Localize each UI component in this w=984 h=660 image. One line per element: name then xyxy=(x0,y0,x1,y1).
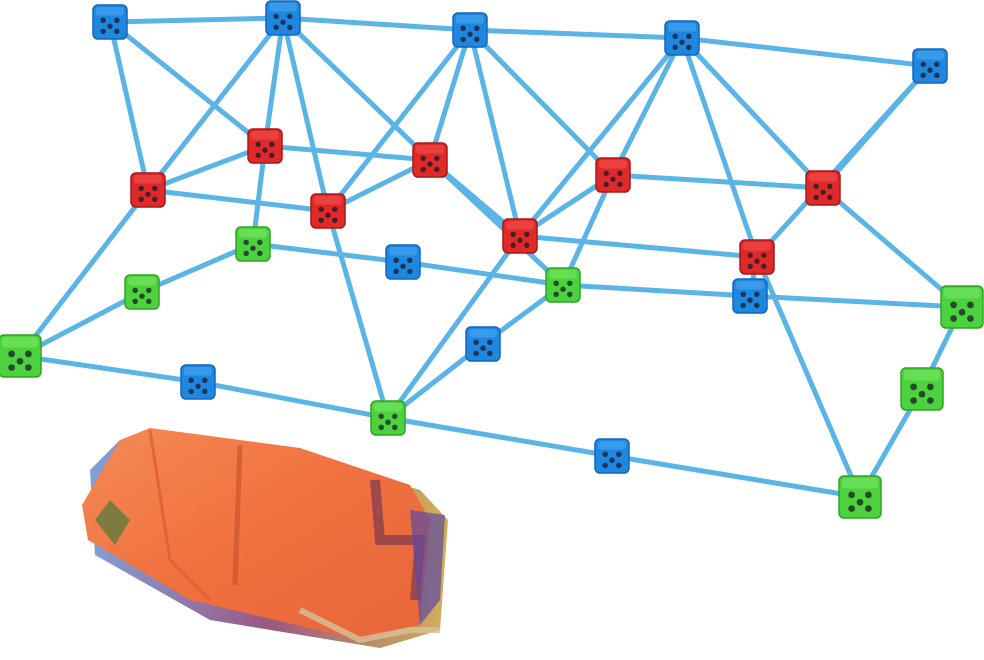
rod xyxy=(427,157,566,288)
red-connector-cube-icon xyxy=(412,142,448,178)
red-connector-cube-icon xyxy=(247,128,283,164)
rod xyxy=(139,241,256,295)
rod xyxy=(610,172,826,191)
rod xyxy=(427,27,473,163)
rod xyxy=(107,19,151,193)
rod xyxy=(560,282,753,299)
rod xyxy=(820,185,965,310)
rod xyxy=(754,254,863,500)
rod xyxy=(17,187,151,359)
red-connector-cube-icon xyxy=(502,218,538,254)
rod xyxy=(325,27,473,214)
rod xyxy=(467,27,523,239)
green-connector-cube-icon xyxy=(0,334,42,378)
rod xyxy=(107,15,286,25)
blue-connector-cube-icon xyxy=(594,438,630,474)
rod xyxy=(195,379,391,421)
green-connector-cube-icon xyxy=(124,274,160,310)
rod xyxy=(145,15,286,193)
folded-fabric-bundle xyxy=(82,428,448,648)
rod xyxy=(517,233,760,260)
red-connector-cube-icon xyxy=(130,172,166,208)
rod xyxy=(747,293,965,310)
rod xyxy=(679,35,826,191)
rod xyxy=(262,143,433,163)
rod xyxy=(385,415,615,459)
blue-connector-cube-icon xyxy=(664,20,700,56)
rod xyxy=(400,259,566,288)
blue-connector-cube-icon xyxy=(452,12,488,48)
blue-connector-cube-icon xyxy=(265,0,301,36)
green-connector-cube-icon xyxy=(838,475,882,519)
rod xyxy=(262,15,286,149)
blue-connector-cube-icon xyxy=(465,326,501,362)
rod xyxy=(17,353,201,385)
green-connector-cube-icon xyxy=(900,367,944,411)
rod xyxy=(517,35,685,239)
rod-frame xyxy=(17,15,965,500)
rod xyxy=(754,63,933,260)
blue-connector-cube-icon xyxy=(180,364,216,400)
rod xyxy=(385,233,523,421)
rod xyxy=(610,35,685,178)
rod xyxy=(280,15,433,163)
rod xyxy=(679,35,760,260)
rod xyxy=(467,27,616,178)
red-connector-cube-icon xyxy=(805,170,841,206)
blue-connector-cube-icon xyxy=(92,4,128,40)
green-connector-cube-icon xyxy=(545,267,581,303)
rod xyxy=(145,143,268,193)
rod xyxy=(609,453,863,500)
rod xyxy=(467,27,685,41)
green-connector-cube-icon xyxy=(235,226,271,262)
rod xyxy=(250,241,406,265)
blue-connector-cube-icon xyxy=(732,278,768,314)
green-connector-cube-icon xyxy=(940,285,984,329)
rod xyxy=(145,187,331,214)
red-connector-cube-icon xyxy=(739,239,775,275)
rod xyxy=(107,19,268,149)
green-connector-cube-icon xyxy=(370,400,406,436)
rod xyxy=(679,35,933,69)
blue-connector-cube-icon xyxy=(385,244,421,280)
rod xyxy=(280,15,331,214)
rod xyxy=(560,172,616,288)
connector-cubes xyxy=(0,0,984,519)
red-connector-cube-icon xyxy=(595,157,631,193)
blue-connector-cube-icon xyxy=(912,48,948,84)
rod xyxy=(280,15,473,33)
red-connector-cube-icon xyxy=(310,193,346,229)
rod xyxy=(325,208,391,421)
